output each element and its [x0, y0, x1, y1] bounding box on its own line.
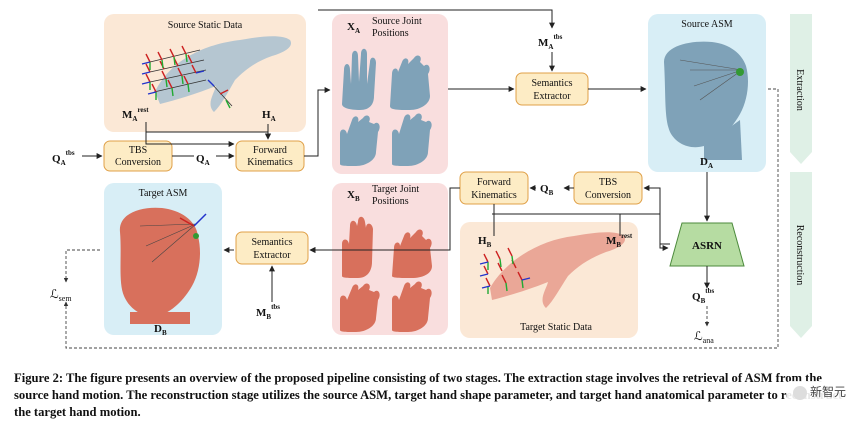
m-a-rest-symbol: MArest	[122, 106, 149, 123]
tbs-a-label-1: TBS	[129, 145, 147, 156]
watermark-text: 新智元	[809, 385, 846, 399]
l-ana-symbol: ℒana	[694, 329, 714, 345]
pipeline-diagram: Source Static Data Source Joint Position…	[50, 9, 812, 349]
fk-a-label-1: Forward	[253, 145, 287, 156]
sem-b-label-2: Extractor	[253, 250, 291, 261]
m-a-tbs-symbol: MAtbs	[538, 33, 563, 51]
target-joint-title: Target Joint	[372, 184, 419, 195]
reconstruction-label: Reconstruction	[794, 225, 805, 286]
x-b-symbol: XB	[347, 189, 360, 203]
target-static-hand	[479, 232, 626, 308]
q-b-symbol: QB	[540, 183, 554, 197]
h-b-symbol: HB	[478, 235, 492, 249]
q-a-symbol: QA	[196, 153, 210, 167]
target-joint-title-2: Positions	[372, 196, 409, 207]
extraction-label: Extraction	[794, 69, 805, 111]
h-a-symbol: HA	[262, 109, 276, 123]
reconstruction-stage-arrow: Reconstruction	[790, 172, 812, 338]
source-asm-title: Source ASM	[681, 19, 733, 30]
fk-a-label-2: Kinematics	[247, 157, 293, 168]
m-b-tbs-symbol: MBtbs	[256, 303, 280, 321]
connectors	[82, 9, 710, 302]
dashed-connectors	[63, 88, 779, 349]
tbs-b-label-2: Conversion	[585, 190, 631, 201]
fk-b-label-2: Kinematics	[471, 190, 517, 201]
source-static-title: Source Static Data	[168, 20, 243, 31]
fk-b-label-1: Forward	[477, 177, 511, 188]
sem-a-label-2: Extractor	[533, 91, 571, 102]
watermark: 新智元	[786, 381, 852, 402]
tbs-a-label-2: Conversion	[115, 157, 161, 168]
m-b-rest-symbol: MBrest	[606, 232, 633, 249]
q-a-tbs-symbol: QAtbs	[52, 149, 75, 167]
source-joint-title: Source Joint	[372, 16, 422, 27]
sem-b-label-1: Semantics	[251, 237, 292, 248]
target-asm-title: Target ASM	[139, 188, 188, 199]
extraction-stage-arrow: Extraction	[790, 14, 812, 164]
tbs-b-label-1: TBS	[599, 177, 617, 188]
semantics-extractor-b	[235, 231, 309, 265]
d-a-symbol: DA	[700, 156, 713, 170]
source-static-hand	[141, 36, 292, 112]
q-b-tbs-symbol: QBtbs	[692, 287, 714, 305]
figure-caption: Figure 2: The figure presents an overvie…	[14, 371, 843, 419]
watermark-logo-icon	[792, 385, 807, 400]
x-a-symbol: XA	[347, 21, 360, 35]
source-asm-hand	[664, 41, 748, 160]
d-b-symbol: DB	[154, 323, 167, 337]
l-sem-symbol: ℒsem	[50, 287, 72, 303]
sem-a-label-1: Semantics	[531, 78, 572, 89]
target-joint-hands	[340, 216, 432, 332]
target-static-title: Target Static Data	[520, 322, 592, 333]
target-asm-hand	[119, 207, 207, 324]
source-joint-hands	[340, 48, 432, 166]
asrn-block	[669, 222, 745, 267]
asrn-label: ASRN	[692, 240, 722, 252]
source-joint-title-2: Positions	[372, 28, 409, 39]
